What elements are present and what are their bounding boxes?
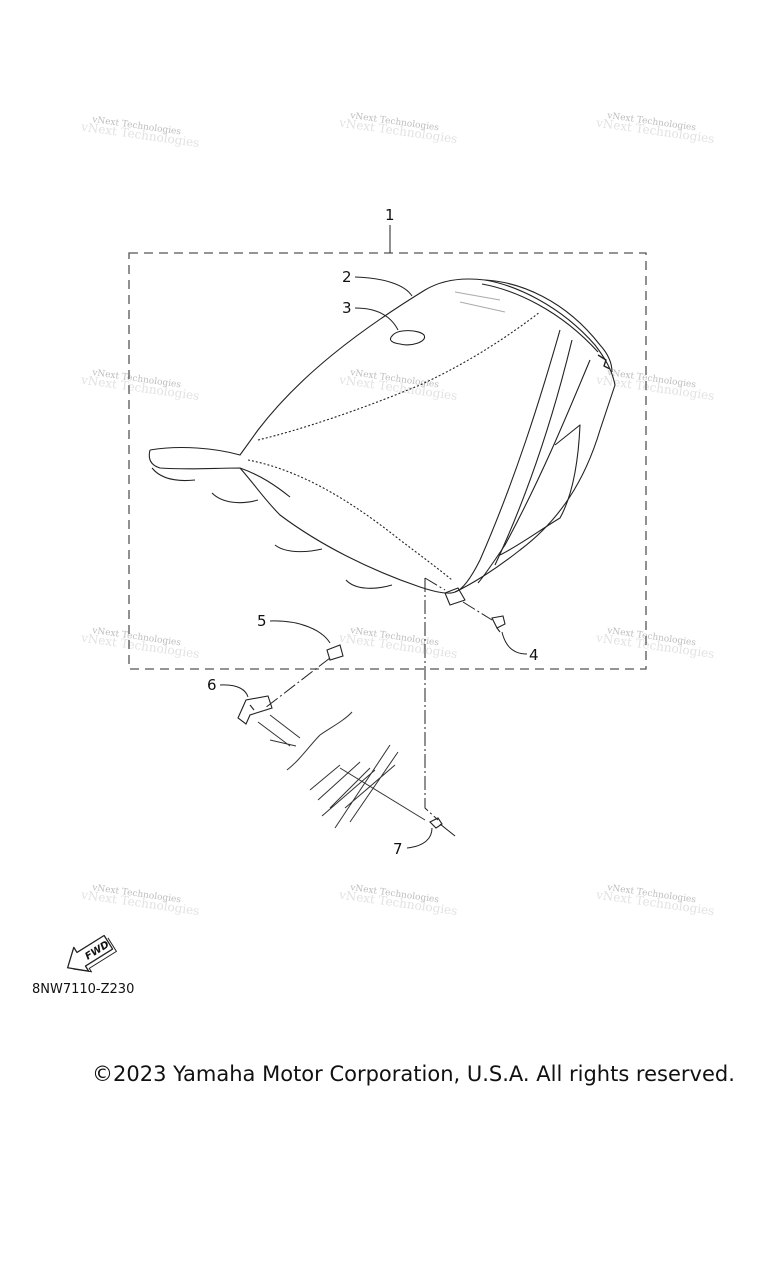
- seat-front-left-wing: [148, 449, 291, 498]
- bracket-part-6: [237, 695, 273, 725]
- seat-underside-pad: [151, 467, 196, 482]
- callout-7: 7: [393, 840, 403, 858]
- guide-line: [462, 601, 493, 621]
- callout-2: 2: [342, 268, 352, 286]
- assembly-boundary-box: [128, 252, 647, 670]
- copyright-notice: ©2023 Yamaha Motor Corporation, U.S.A. A…: [92, 1062, 735, 1086]
- callout-3: 3: [342, 299, 352, 317]
- seat-bottom-edge: [239, 467, 456, 594]
- seat-underside-pad: [274, 544, 323, 553]
- leader-lines: [219, 225, 528, 849]
- callout-5: 5: [257, 612, 267, 630]
- leader-2: [354, 276, 413, 297]
- leader-5: [269, 620, 331, 644]
- leader-7: [406, 827, 433, 849]
- seat-side-panel-line: [454, 329, 561, 593]
- seat-stitch-line: [257, 311, 541, 441]
- seat-rear-trim: [481, 283, 599, 353]
- leader-6: [219, 684, 249, 698]
- plate-part-5: [326, 644, 344, 661]
- seat-rear-edge: [484, 279, 613, 373]
- guide-line: [264, 657, 331, 709]
- seat-underside-pad: [211, 492, 259, 504]
- seat-side-panel-line: [494, 339, 573, 566]
- callout-1: 1: [385, 206, 395, 224]
- fwd-arrow-icon: FWD: [66, 934, 118, 973]
- clip-part-4: [491, 615, 506, 633]
- seat-side-panel-line: [477, 359, 591, 584]
- seat-emblem-marking: [454, 291, 506, 313]
- bolt-part-7: [429, 817, 456, 837]
- seat-underside-pad: [345, 579, 393, 589]
- guide-line: [424, 578, 439, 821]
- diagram-code: 8NW7110-Z230: [32, 982, 135, 997]
- seat-assembly-drawing: [148, 278, 616, 606]
- emblem-part-3: [389, 330, 426, 346]
- leader-4: [501, 631, 528, 655]
- callout-6: 6: [207, 676, 217, 694]
- hull-section-sketch: [257, 711, 426, 829]
- seat-stitch-line: [247, 459, 453, 581]
- seat-rear-hook: [597, 354, 611, 370]
- leader-3: [354, 307, 399, 331]
- guide-line: [424, 577, 446, 591]
- seat-front-tab: [444, 587, 466, 606]
- seat-side-panel-line: [499, 424, 581, 556]
- callout-4: 4: [529, 646, 539, 664]
